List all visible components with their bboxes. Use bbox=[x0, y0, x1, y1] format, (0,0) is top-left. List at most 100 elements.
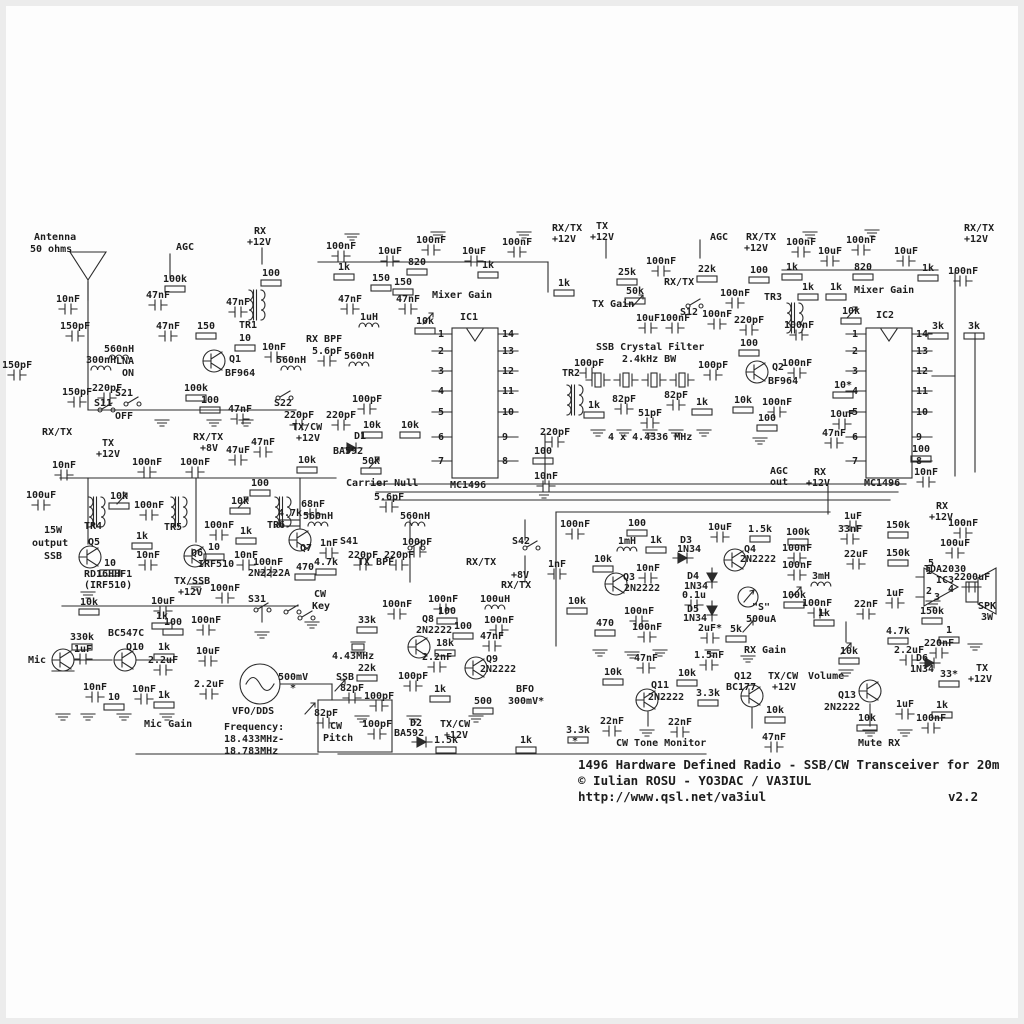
schematic-label: 100nF bbox=[382, 599, 412, 610]
schematic-label: 100nF bbox=[134, 500, 164, 511]
schematic-label: 10k bbox=[363, 420, 381, 431]
schematic-label: S21 bbox=[115, 388, 133, 399]
schematic-label: D6 bbox=[916, 653, 928, 664]
schematic-label: 150pF bbox=[2, 360, 32, 371]
schematic-label: 82pF bbox=[612, 394, 636, 405]
schematic-label: 2.2nF bbox=[422, 652, 452, 663]
schematic-label: 33* bbox=[940, 669, 958, 680]
ic-pin-number: 3 bbox=[852, 366, 858, 377]
schematic-label: 220pF bbox=[284, 410, 314, 421]
schematic-label: 100nF bbox=[632, 622, 662, 633]
schematic-label: 10 bbox=[239, 333, 251, 344]
schematic-label: +8V bbox=[200, 443, 218, 454]
schematic-label: S12 bbox=[680, 307, 698, 318]
schematic-label: Key bbox=[312, 601, 330, 612]
schematic-label: RX/TX bbox=[42, 427, 72, 438]
schematic-label: S41 bbox=[340, 536, 358, 547]
schematic-label: 33nF bbox=[838, 524, 862, 535]
schematic-label: 100uF bbox=[26, 490, 56, 501]
schematic-label: 10nF bbox=[534, 471, 558, 482]
schematic-label: Q2 bbox=[772, 362, 784, 373]
schematic-label: 10k bbox=[594, 554, 612, 565]
schematic-label: 100nF bbox=[428, 594, 458, 605]
schematic-label: Pitch bbox=[323, 732, 353, 744]
ic-pin-number: 12 bbox=[502, 366, 514, 377]
schematic-label: 18.783MHz bbox=[224, 746, 278, 757]
schematic-label: 47nF bbox=[762, 732, 786, 743]
schematic-label: 1k bbox=[650, 535, 662, 546]
schematic-label: RX/TX bbox=[552, 223, 582, 234]
schematic-label: 100k bbox=[786, 527, 810, 538]
schematic-label: 2.2uF bbox=[194, 679, 224, 690]
schematic-label: IC3 bbox=[936, 575, 954, 586]
schematic-label: 560nH bbox=[104, 344, 134, 355]
schematic-label: Mic bbox=[28, 654, 46, 666]
schematic-label: RX bbox=[814, 467, 826, 478]
schematic-label: 47nF bbox=[228, 404, 252, 415]
schematic-label: 1N34 bbox=[910, 664, 934, 675]
ic-pin-number: 1 bbox=[438, 329, 444, 340]
schematic-label: 4 x 4.4336 MHz bbox=[608, 432, 692, 443]
schematic-label: 10k bbox=[858, 713, 876, 724]
schematic-label: 0.1u bbox=[682, 590, 706, 601]
schematic-label: RX BPF bbox=[306, 334, 342, 345]
schematic-label: TX/CW bbox=[292, 422, 323, 433]
title-line3: http://www.qsl.net/va3iul bbox=[578, 789, 766, 804]
schematic-label: 1uF bbox=[886, 588, 904, 599]
schematic-label: 100pF bbox=[364, 691, 394, 702]
schematic-label: 82pF bbox=[340, 683, 364, 694]
schematic-label: 50k bbox=[626, 286, 644, 297]
schematic-label: * bbox=[572, 736, 578, 747]
schematic-label: 560nH bbox=[303, 511, 333, 522]
schematic-label: 2.2uF bbox=[148, 655, 178, 666]
schematic-label: 1.5k bbox=[434, 735, 458, 746]
title-version: v2.2 bbox=[948, 789, 978, 804]
schematic-label: 100nF bbox=[484, 615, 514, 626]
schematic-label: 220pF bbox=[384, 550, 414, 561]
schematic-label: 18k bbox=[436, 638, 454, 649]
schematic-label: RX/TX bbox=[193, 432, 223, 443]
schematic-label: 10k bbox=[80, 597, 98, 608]
schematic-label: 2N2222A bbox=[248, 568, 290, 579]
schematic-label: D5 bbox=[687, 604, 699, 615]
schematic-label: AGC bbox=[770, 466, 788, 477]
schematic-label: 2N2222 bbox=[824, 702, 860, 713]
schematic-label: 100 bbox=[201, 395, 219, 406]
schematic-label: 100nF bbox=[560, 519, 590, 530]
schematic-label: TR2 bbox=[562, 368, 580, 379]
schematic-label: 100nF bbox=[948, 518, 978, 529]
schematic-label: 100 bbox=[628, 518, 646, 529]
schematic-label: RX/TX bbox=[664, 277, 694, 288]
schematic-label: 100nF bbox=[782, 358, 812, 369]
schematic-label: 100nF bbox=[720, 288, 750, 299]
schematic-label: 1k bbox=[936, 700, 948, 711]
schematic-label: TR5 bbox=[164, 522, 182, 533]
schematic-label: 47nF bbox=[156, 321, 180, 332]
schematic-label: 820 bbox=[854, 262, 872, 273]
schematic-label: 2.4kHz BW bbox=[622, 354, 677, 365]
schematic-label: 220pF bbox=[734, 315, 764, 326]
schematic-label: RX/TX bbox=[746, 232, 776, 243]
ic-pin-number: 5 bbox=[438, 407, 444, 418]
schematic-label: +12V bbox=[929, 512, 953, 523]
schematic-label: 10 bbox=[108, 692, 120, 703]
schematic-label: 100pF bbox=[398, 671, 428, 682]
schematic-label: "S" bbox=[752, 602, 770, 613]
schematic-label: Q7 bbox=[300, 543, 312, 554]
schematic-label: 100nF bbox=[916, 713, 946, 724]
schematic-label: 10nF bbox=[132, 684, 156, 695]
ic-pin-number: 13 bbox=[916, 346, 928, 357]
schematic-label: 10k bbox=[842, 306, 860, 317]
schematic-label: 560nH bbox=[276, 355, 306, 366]
schematic-label: +12V bbox=[772, 682, 796, 693]
schematic-label: 100 bbox=[251, 478, 269, 489]
schematic-label: TR1 bbox=[239, 320, 257, 331]
schematic-label: 10uF bbox=[894, 246, 918, 257]
schematic-label: 100pF bbox=[698, 360, 728, 371]
schematic-label: 25k bbox=[618, 267, 636, 278]
schematic-label: 10nF bbox=[52, 460, 76, 471]
schematic-label: 47nF bbox=[634, 653, 658, 664]
schematic-label: 4.7k bbox=[886, 626, 910, 637]
schematic-label: 47nF bbox=[822, 428, 846, 439]
schematic-label: 100nF bbox=[191, 615, 221, 626]
